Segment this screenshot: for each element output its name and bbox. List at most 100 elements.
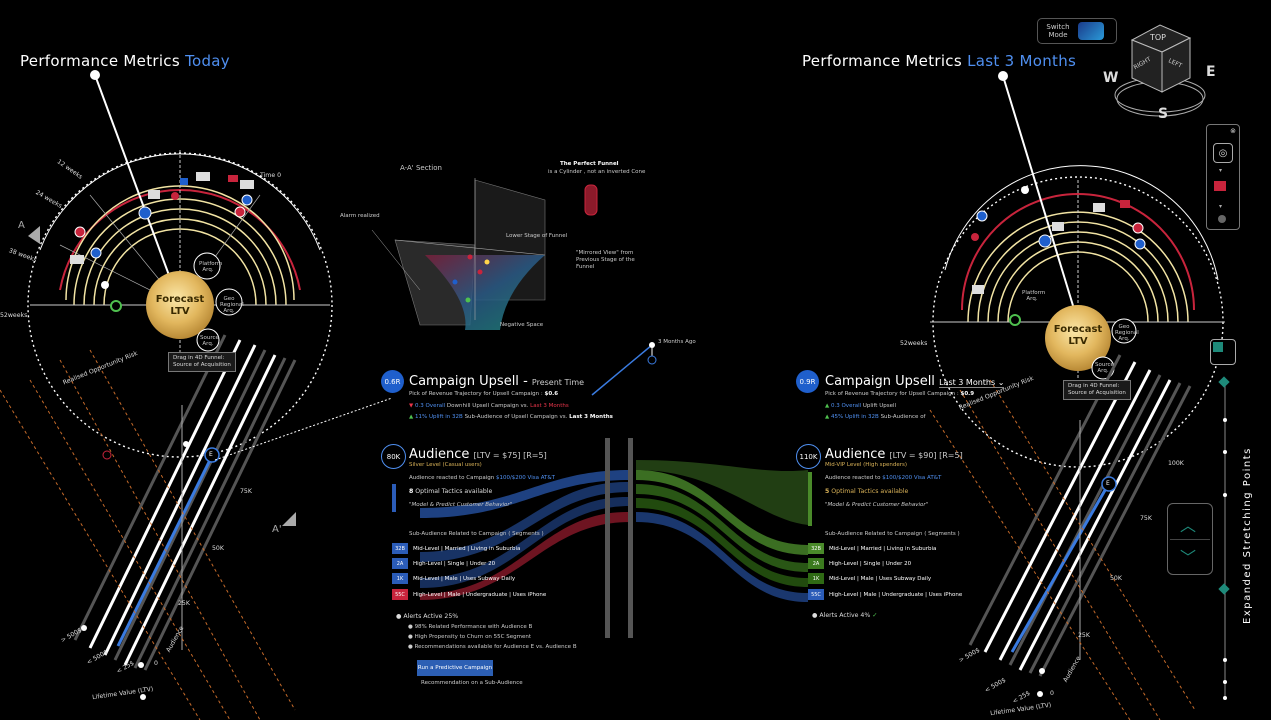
- campaign-right-line1: ▲ 0.3 Overall Uplift Upsell: [825, 403, 897, 409]
- right-100k: 100K: [1168, 460, 1184, 467]
- right-50k: 50K: [1110, 575, 1122, 582]
- left-geo-label[interactable]: Geo Regional Arq.: [220, 296, 244, 314]
- user-icon[interactable]: ◎: [1213, 143, 1233, 163]
- funnel-section-illustration: [371, 178, 598, 330]
- button-note: Recommendation on a Sub-Audience: [421, 680, 523, 686]
- campaign-right-title: Campaign Upsell Last 3 Months ⌄: [825, 374, 1005, 389]
- campaign-left-title: Campaign Upsell - Present Time: [409, 374, 585, 389]
- compass-east[interactable]: E: [1206, 64, 1216, 80]
- chevron-down-icon-2[interactable]: ▾: [1219, 203, 1223, 210]
- audience-right-title: Audience [LTV = $90] [R=5]: [825, 447, 963, 462]
- chevron-down-icon: ⌄: [997, 378, 1005, 387]
- lower-stage-label: Lower Stage of Funnel: [506, 233, 568, 239]
- compass-south[interactable]: S: [1158, 106, 1169, 122]
- audience-left-bar: [392, 484, 396, 512]
- left-radial-wheel: [27, 70, 333, 526]
- left-source-label[interactable]: Source Arq.: [200, 335, 219, 347]
- left-platform-label[interactable]: Platform Arq.: [199, 261, 223, 273]
- negative-space-label: Negative Space: [500, 322, 544, 328]
- right-52weeks: 52weeks: [900, 340, 928, 347]
- campaign-left-badge[interactable]: 0.6R: [381, 370, 404, 393]
- a-marker-left: A: [18, 220, 25, 231]
- audience-right-level: Mid-VIP Level (High spenders): [825, 462, 908, 468]
- cube-top-label[interactable]: TOP: [1150, 33, 1167, 42]
- chevron-up-icon[interactable]: ︿: [1180, 516, 1197, 535]
- right-geo-label[interactable]: Geo Regional Arq.: [1115, 324, 1139, 342]
- audience-right-model: "Model & Predict Customer Behavior": [825, 502, 929, 508]
- months-ago-label: 3 Months Ago: [658, 339, 696, 345]
- alert-item-1: ● High Propensity to Churn on 55C Segmen…: [408, 634, 532, 640]
- left-25k: 25K: [178, 600, 190, 607]
- audience-left-badge[interactable]: 80K: [381, 444, 406, 469]
- funnel-title: The Perfect Funnel: [560, 161, 619, 167]
- audience-right-reacted: Audience reacted to $100/$200 Visa AT&T: [825, 475, 942, 481]
- left-time0: Time 0: [260, 172, 282, 179]
- right-title: Performance Metrics Last 3 Months: [802, 52, 1077, 70]
- left-drag-tooltip[interactable]: Drag in 4D Funnel:Source of Acquisition: [168, 352, 236, 372]
- right-radial-wheel: [930, 71, 1225, 468]
- campaign-left-line1: ▼ 0.3 Overall Downhill Upsell Campaign v…: [409, 403, 569, 409]
- right-75k: 75K: [1140, 515, 1152, 522]
- right-ltv-bars: [929, 354, 1196, 720]
- timeframe-dropdown[interactable]: Last 3 Months ⌄: [939, 378, 1005, 388]
- a-marker-right: A': [272, 524, 282, 535]
- audience-left-tactics: 8 Optimal Tactics available: [409, 488, 493, 495]
- left-50k: 50K: [212, 545, 224, 552]
- mirrored-label: "Mirrored View" from Previous Stage of t…: [576, 250, 635, 270]
- audience-right-alerts: ● Alerts Active 4% ✓: [812, 612, 878, 619]
- left-e-badge[interactable]: E: [209, 451, 213, 458]
- left-75k: 75K: [240, 488, 252, 495]
- campaign-left-pick: Pick of Revenue Trajectory for Upsell Ca…: [409, 391, 559, 397]
- chevron-down-icon-3[interactable]: ﹀: [1180, 548, 1197, 567]
- section-title: A-A' Section: [400, 164, 442, 172]
- expanded-stretching-points-label: Expanded Stretching Points: [1242, 447, 1253, 624]
- alert-item-2: ● Recommendations available for Audience…: [408, 644, 577, 650]
- audience-right-badge[interactable]: 110K: [796, 444, 821, 469]
- tool-panel: ⊗ ◎ ▾ ▾: [1206, 124, 1240, 230]
- trajectory-sparkline: [591, 342, 657, 396]
- right-axis-0: 0: [1050, 690, 1054, 697]
- right-25k: 25K: [1078, 632, 1090, 639]
- layers-icon[interactable]: [1210, 339, 1236, 365]
- stack-icon[interactable]: [1214, 181, 1226, 191]
- scroll-panel: ︿ ﹀: [1167, 503, 1213, 575]
- view-cube: [1114, 24, 1206, 117]
- audience-left-sub-header: Sub-Audience Related to Campaign ( Segme…: [409, 531, 544, 537]
- audience-left-reacted: Audience reacted to Campaign $100/$200 V…: [409, 475, 556, 481]
- audience-left-title: Audience [LTV = $75] [R=5]: [409, 447, 547, 462]
- audience-left-model: "Model & Predict Customer Behavior": [409, 502, 513, 508]
- close-icon[interactable]: ⊗: [1230, 127, 1236, 135]
- right-drag-tooltip[interactable]: Drag in 4D Funnel:Source of Acquisition: [1063, 380, 1131, 400]
- audience-right-sub-header: Sub-Audience Related to Campaign ( Segme…: [825, 531, 960, 537]
- mode-logo-icon: [1078, 22, 1104, 40]
- status-dot-icon: [1218, 215, 1226, 223]
- right-source-label[interactable]: Source Arq.: [1095, 362, 1114, 374]
- audience-right-tactics: 5 Optimal Tactics available: [825, 488, 909, 495]
- alert-item-0: ● 98% Related Performance with Audience …: [408, 624, 533, 630]
- left-ltv-bars: [0, 334, 393, 720]
- right-e-badge[interactable]: E: [1106, 480, 1110, 487]
- right-platform-label[interactable]: Platform Arq.: [1022, 290, 1046, 302]
- right-rail: [1218, 376, 1230, 700]
- run-predictive-campaign-button[interactable]: Run a Predictive Campaign: [417, 660, 493, 676]
- audience-right-bar: [808, 472, 812, 526]
- chevron-down-icon[interactable]: ▾: [1219, 167, 1223, 174]
- compass-west[interactable]: W: [1103, 70, 1119, 86]
- audience-left-level: Silver Level (Casual users): [409, 462, 482, 468]
- funnel-subtitle: is a Cylinder , not an inverted Cone: [548, 169, 646, 175]
- campaign-right-badge[interactable]: 0.9R: [796, 370, 819, 393]
- campaign-right-pick: Pick of Revenue Trajectory for Upsell Ca…: [825, 391, 975, 397]
- left-axis-0: 0: [154, 660, 158, 667]
